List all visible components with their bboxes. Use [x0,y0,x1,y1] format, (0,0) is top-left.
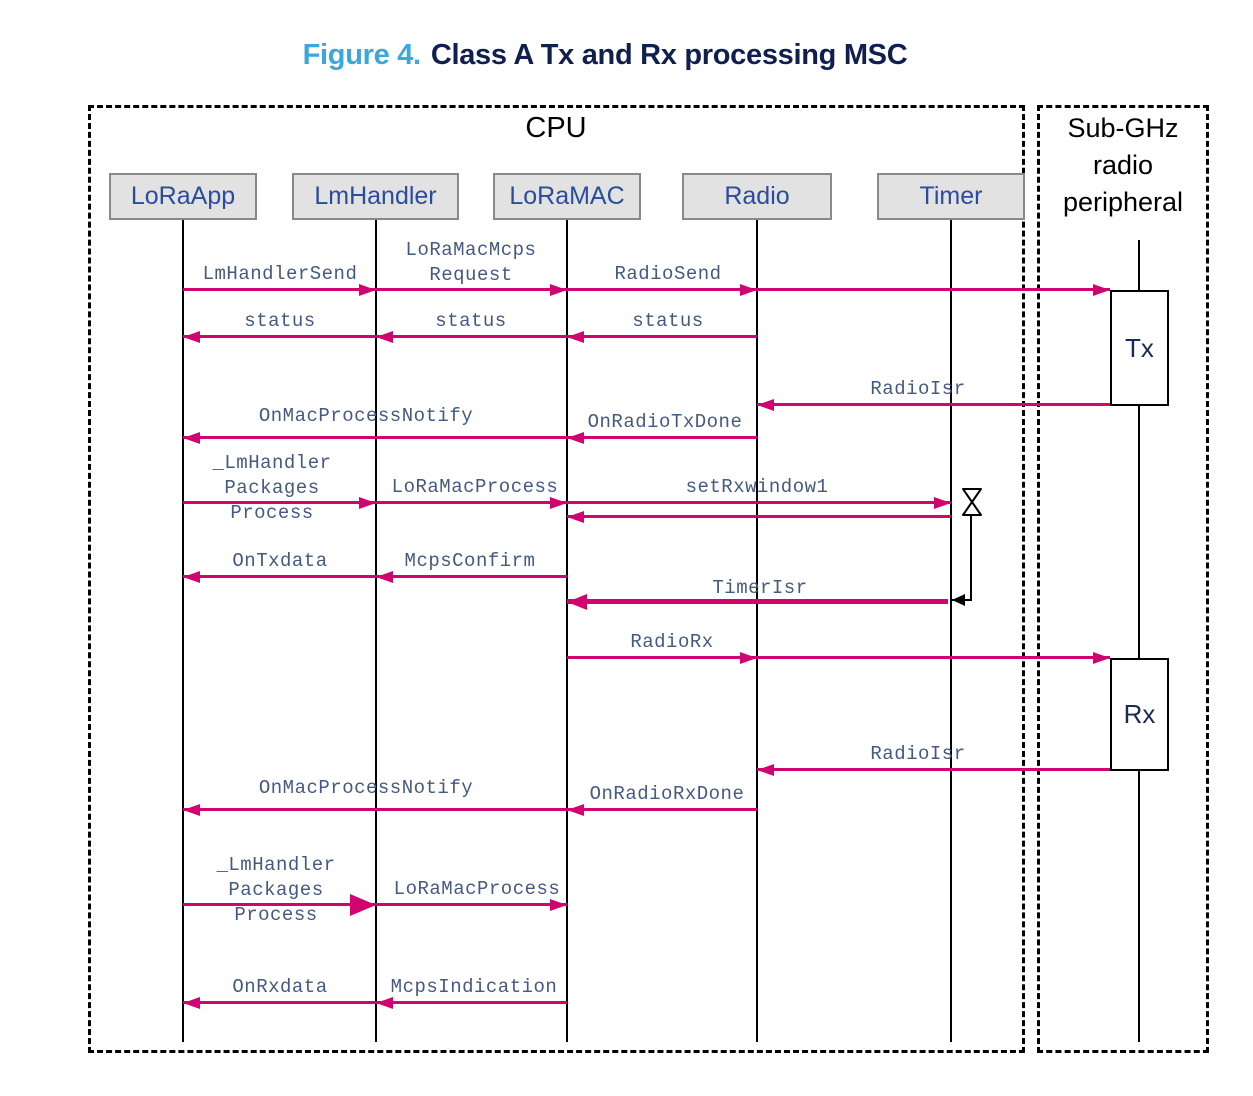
message-label: TimerIsr [712,577,808,599]
arrow-status-radio-loramac [567,335,757,338]
actor-loramac: LoRaMAC [493,173,641,220]
actor-radio: Radio [682,173,832,220]
message-label: OnMacProcessNotify [258,777,474,799]
message-label: LoRaMacProcess [393,878,561,900]
lifeline-lmhandler [375,220,377,1042]
message-label: RadioIsr [870,378,966,400]
lifeline-timer [950,220,952,1042]
arrow-mcpsindication [376,1001,567,1004]
arrow-lmhandlersend [183,288,376,291]
lifeline-loramac [566,220,568,1042]
message-label: RadioSend [614,263,722,285]
message-label: status [244,310,316,332]
message-label: OnRxdata [232,976,328,998]
radio-peripheral-group-frame [1037,105,1209,1053]
cpu-group-label: CPU [525,112,587,144]
message-label: OnTxdata [232,550,328,572]
arrow-loramacprocess-2 [376,903,567,906]
actor-loraapp: LoRaApp [109,173,257,220]
arrow-radiorx-to-peripheral [757,656,1110,659]
message-label: OnRadioRxDone [589,783,745,805]
message-label: LmHandlerSend [202,263,358,285]
lifeline-radio [756,220,758,1042]
arrow-loramacprocess-1 [376,501,567,504]
lifeline-loraapp [182,220,184,1042]
arrow-radiorx [567,656,757,659]
arrow-radiosend [567,288,757,291]
message-label: _LmHandler Packages Process [212,452,332,524]
arrow-loramacmcpsrequest [376,288,567,291]
arrow-radioisr-rx [757,768,1110,771]
message-label: LoRaMacProcess [391,476,559,498]
actor-timer: Timer [877,173,1025,220]
message-label: McpsIndication [390,976,558,998]
arrow-setrxwindow1 [567,501,951,504]
arrow-onrxdata [183,1001,376,1004]
message-label: RadioIsr [870,743,966,765]
arrow-timer-return [567,515,951,518]
figure-title-text: Class A Tx and Rx processing MSC [430,39,908,71]
arrow-onmacprocessnotify-2 [183,808,567,811]
arrow-ontxdata [183,575,376,578]
rx-state-box: Rx [1110,658,1169,771]
lifeline-radio-peripheral [1138,240,1140,1042]
tx-state-box: Tx [1110,290,1169,406]
arrow-lmhandlerpackagesprocess-2 [183,903,376,906]
timer-delay-arrow [952,599,972,601]
arrow-status-loramac-lmhandler [376,335,567,338]
cpu-group-frame [88,105,1025,1053]
arrow-timerisr [567,599,948,604]
message-label: OnRadioTxDone [587,411,743,433]
message-label: setRxwindow1 [685,476,829,498]
arrow-radioisr-tx [757,403,1110,406]
message-label: OnMacProcessNotify [258,405,474,427]
timer-delay-line [970,516,972,601]
arrow-onradiotxdone [567,436,757,439]
radio-peripheral-group-label: Sub-GHz radio peripheral [1062,113,1184,217]
arrow-status-lmhandler-loraapp [183,335,376,338]
actor-lmhandler: LmHandler [292,173,459,220]
message-label: McpsConfirm [404,550,536,572]
message-label: _LmHandler Packages Process [216,854,336,926]
figure-title: Figure 4. Class A Tx and Rx processing MS… [303,39,908,72]
arrow-radiosend-to-peripheral [757,288,1110,291]
hourglass-timer-icon [962,488,982,516]
arrow-mcpsconfirm [376,575,567,578]
message-label: status [632,310,704,332]
message-label: status [435,310,507,332]
message-label: LoRaMacMcps Request [405,239,537,286]
arrow-onmacprocessnotify-1 [183,436,567,439]
arrow-onradiorxdone [567,808,757,811]
figure-title-number: Figure 4. [302,39,421,71]
message-label: RadioRx [630,631,714,653]
arrow-lmhandlerpackagesprocess-1 [183,501,376,504]
